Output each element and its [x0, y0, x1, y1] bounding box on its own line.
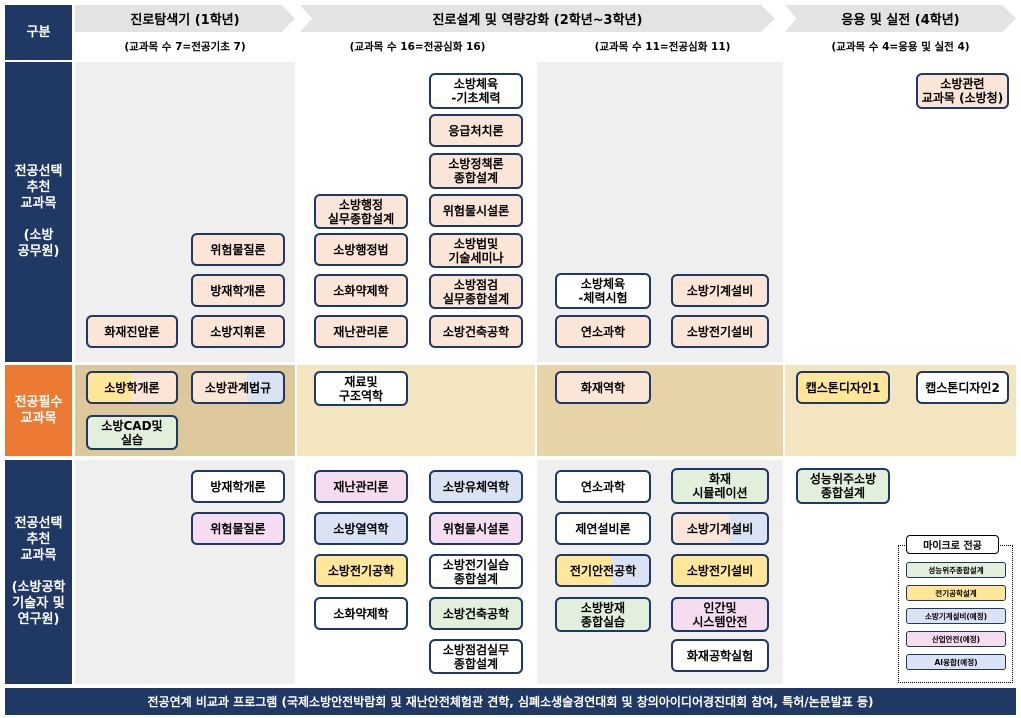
course-card[interactable]: 위험물시설론 [429, 194, 523, 227]
course-card[interactable]: 소방건축공학 [429, 597, 523, 630]
course-card[interactable]: 소방관계법규 [191, 371, 285, 404]
category-header: 구분 [5, 5, 72, 60]
bg-r1-y3 [537, 62, 783, 362]
course-card[interactable]: 소방학개론 [86, 371, 178, 404]
course-card[interactable]: 전기안전공학 [555, 554, 651, 587]
phase-2a-subtitle: (교과목 수 16=전공심화 16) [349, 40, 486, 53]
course-card[interactable]: 소방정책론 종합설계 [429, 153, 523, 189]
course-card[interactable]: 인간및 시스템안전 [671, 597, 769, 632]
course-card[interactable]: 화재 시뮬레이션 [671, 468, 769, 504]
course-card[interactable]: 소방지휘론 [191, 315, 285, 348]
course-card[interactable]: 소방CAD및 실습 [86, 415, 178, 450]
course-card[interactable]: 재난관리론 [314, 470, 408, 503]
course-card[interactable]: 소방행정법 [314, 233, 408, 266]
course-card[interactable]: 소방행정 실무종합설계 [314, 194, 408, 229]
course-card[interactable]: 연소과학 [555, 470, 651, 503]
course-card[interactable]: 화재역학 [555, 371, 651, 404]
course-card[interactable]: 위험물시설론 [429, 512, 523, 545]
course-card[interactable]: 화재공학실험 [671, 639, 769, 672]
course-card[interactable]: 위험물질론 [191, 233, 285, 266]
row-label-public-officer: 전공선택 추천 교과목 (소방 공무원) [5, 62, 72, 362]
bg-r1-y4 [785, 62, 1016, 362]
course-card[interactable]: 소방관련 교과목 (소방청) [916, 73, 1009, 109]
course-card[interactable]: 소방법및 기술세미나 [429, 233, 523, 268]
phase-3-subtitle: (교과목 수 4=응용 및 실전 4) [831, 40, 970, 53]
course-card[interactable]: 제연설비론 [555, 512, 651, 545]
course-card[interactable]: 재료및 구조역학 [314, 371, 408, 406]
row-label-required: 전공필수 교과목 [5, 365, 72, 456]
phase-2-header: 진로설계 및 역량강화 (2학년~3학년) [300, 5, 775, 32]
course-card[interactable]: 소화약제학 [314, 274, 408, 307]
course-card[interactable]: 소방전기공학 [314, 554, 408, 587]
course-card[interactable]: 소방체육 -체력시험 [555, 273, 651, 309]
course-card[interactable]: 응급처치론 [429, 114, 523, 147]
course-card[interactable]: 캡스톤디자인2 [916, 371, 1009, 404]
bg-r1-y1 [75, 62, 295, 362]
course-card[interactable]: 소방점검실무 종합설계 [429, 639, 523, 674]
phase-1-header: 진로탐색기 (1학년) [75, 5, 295, 32]
course-card[interactable]: 위험물질론 [191, 512, 285, 545]
course-card[interactable]: 연소과학 [555, 315, 651, 348]
course-card[interactable]: 소방유체역학 [429, 470, 523, 503]
micro-item: 산업안전(예정) [906, 631, 1006, 647]
course-card[interactable]: 소방점검 실무종합설계 [429, 274, 523, 309]
course-card[interactable]: 캡스톤디자인1 [796, 371, 890, 404]
phase-1-subtitle: (교과목 수 7=전공기초 7) [124, 40, 246, 53]
footer-banner: 전공연계 비교과 프로그램 (국제소방안전박람회 및 재난안전체험관 견학, 심… [5, 688, 1016, 715]
course-card[interactable]: 방재학개론 [191, 274, 285, 307]
course-card[interactable]: 재난관리론 [314, 315, 408, 348]
course-card[interactable]: 소방전기실습 종합설계 [429, 554, 523, 589]
micro-item: 성능위주종합설계 [906, 562, 1006, 578]
course-card[interactable]: 소화약제학 [314, 597, 408, 630]
course-card[interactable]: 소방전기설비 [671, 315, 769, 348]
row-label-engineer: 전공선택 추천 교과목 (소방공학 기술자 및 연구원) [5, 460, 72, 684]
phase-2b-subtitle: (교과목 수 11=전공심화 11) [594, 40, 731, 53]
course-card[interactable]: 소방건축공학 [429, 315, 523, 348]
micro-item: 전기공학설계 [906, 585, 1006, 601]
course-card[interactable]: 소방기계설비 [671, 512, 769, 545]
micro-item: AI융합(예정) [906, 654, 1006, 670]
course-card[interactable]: 화재진압론 [86, 315, 178, 348]
course-card[interactable]: 소방체육 -기초체력 [429, 73, 523, 109]
course-card[interactable]: 소방전기설비 [671, 554, 769, 587]
course-card[interactable]: 방재학개론 [191, 470, 285, 503]
phase-3-header: 응용 및 실전 (4학년) [785, 5, 1016, 32]
course-card[interactable]: 소방열역학 [314, 512, 408, 545]
micro-item: 소방기계설비(예정) [906, 608, 1006, 624]
course-card[interactable]: 소방방재 종합실습 [555, 597, 651, 632]
micro-major-title: 마이크로 전공 [906, 535, 999, 554]
course-card[interactable]: 성능위주소방 종합설계 [796, 468, 890, 504]
course-card[interactable]: 소방기계설비 [671, 274, 769, 307]
